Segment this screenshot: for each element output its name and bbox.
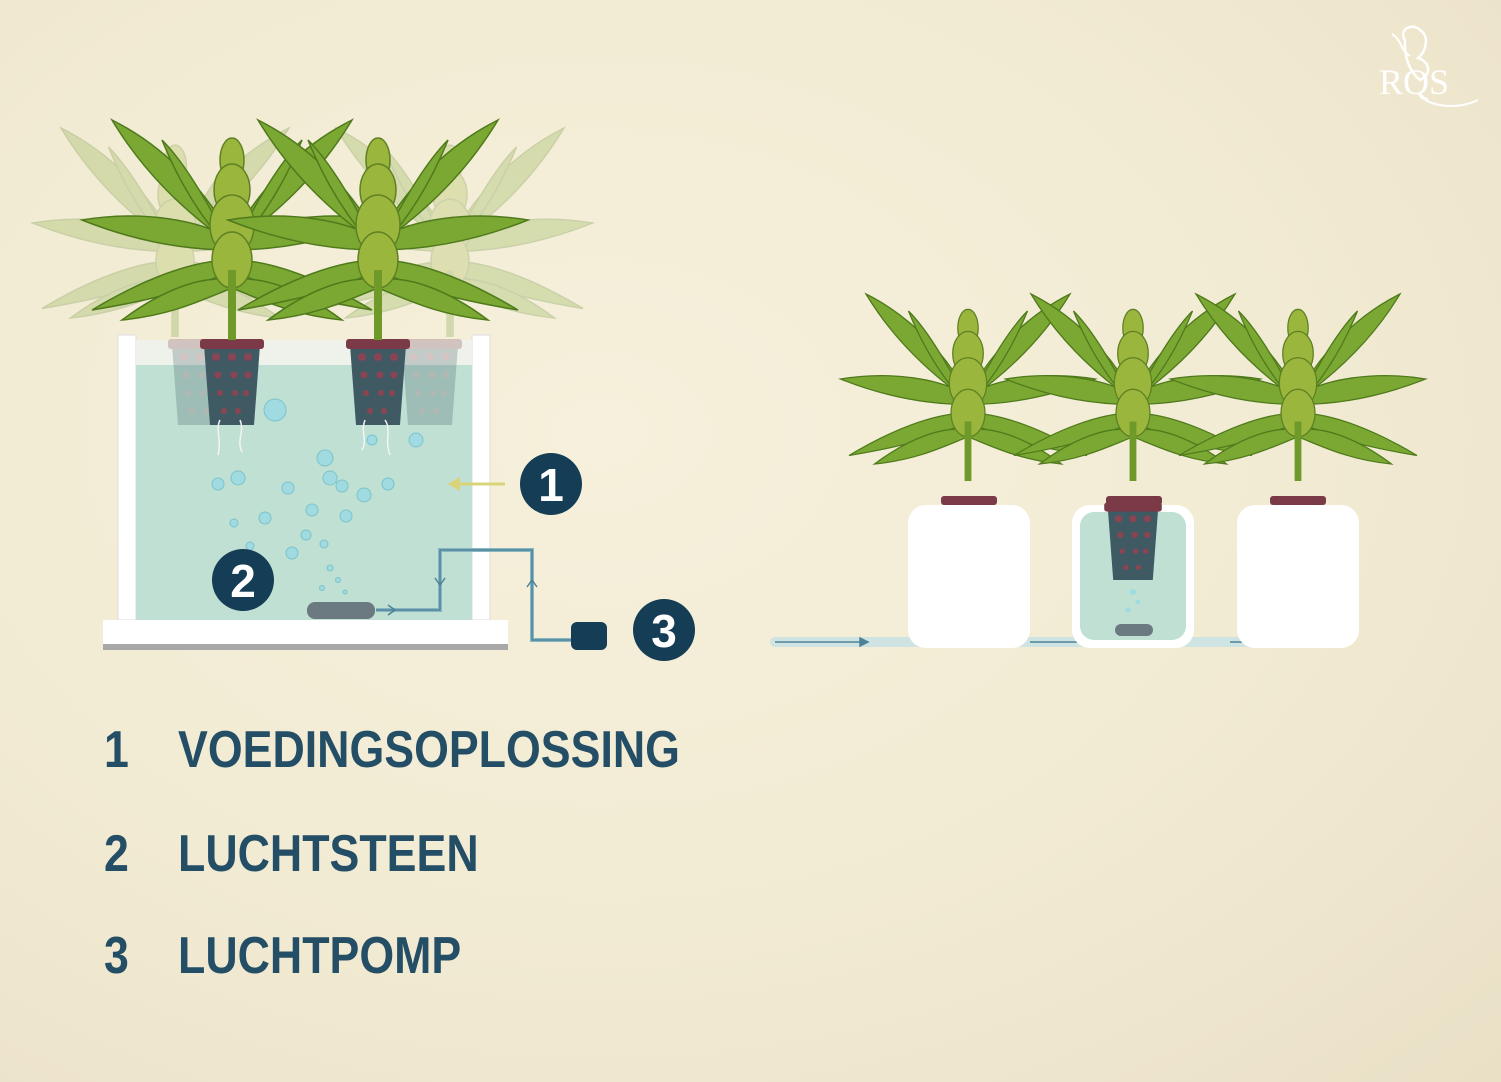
- legend-label: LUCHTPOMP: [178, 927, 462, 985]
- net-pot-left: [200, 339, 264, 425]
- logo-text: RQS: [1379, 62, 1449, 102]
- svg-text:1: 1: [538, 459, 564, 511]
- bucket-1: [908, 505, 1030, 648]
- bucket-3: [1237, 505, 1359, 648]
- multi-pot-system: [770, 293, 1427, 648]
- arrow-left-icon: [448, 477, 505, 491]
- air-pump-icon: [571, 622, 607, 650]
- callout-badge-1: 1: [520, 453, 582, 515]
- callout-badge-3: 3: [633, 599, 695, 661]
- legend-number: 1: [104, 721, 129, 779]
- net-pot-right: [346, 339, 410, 425]
- legend-label: VOEDINGSOPLOSSING: [178, 721, 680, 779]
- legend-number: 3: [104, 927, 129, 985]
- callout-badge-2: 2: [212, 549, 274, 611]
- legend-label: LUCHTSTEEN: [178, 825, 479, 883]
- dwc-tank: [31, 119, 607, 650]
- bubbles-icon: [211, 398, 424, 595]
- lion-logo-icon: RQS: [1379, 25, 1479, 107]
- roots: [217, 419, 391, 456]
- air-stone-icon: [307, 602, 375, 619]
- svg-text:2: 2: [230, 555, 256, 607]
- legend-number: 2: [104, 825, 129, 883]
- svg-text:3: 3: [651, 605, 677, 657]
